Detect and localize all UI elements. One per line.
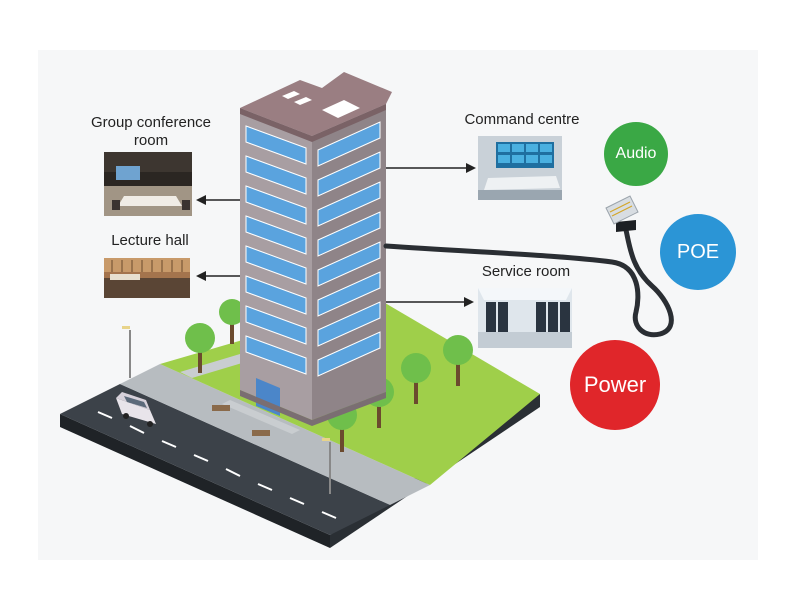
label-service-room: Service room xyxy=(481,263,571,280)
sidewalk xyxy=(120,364,430,505)
audio-badge: Audio xyxy=(604,122,668,186)
lecture-hall-photo xyxy=(104,258,190,298)
windows-left xyxy=(245,125,307,375)
tree-icon xyxy=(219,299,245,344)
building-base xyxy=(240,390,386,426)
road xyxy=(60,384,390,535)
power-badge-label: Power xyxy=(583,372,647,397)
arrow-head-left-icon xyxy=(196,271,206,281)
bench-icon xyxy=(212,405,230,411)
walkway-front xyxy=(222,400,300,434)
poe-badge: POE xyxy=(660,214,736,290)
label-lecture-hall: Lecture hall xyxy=(111,232,189,249)
command-centre-photo xyxy=(478,136,562,200)
tree-icon xyxy=(443,335,473,386)
roof-unit xyxy=(322,100,360,118)
ethernet-cable xyxy=(383,227,674,338)
rj45-connector-icon xyxy=(605,195,639,232)
tree-icon xyxy=(185,323,215,373)
arrow-head-right-icon xyxy=(464,297,474,307)
arrow-head-right-icon xyxy=(466,163,476,173)
roof-edge xyxy=(240,104,386,142)
roof-unit xyxy=(282,91,300,99)
arrow-head-left-icon xyxy=(196,195,206,205)
street-lamp-icon xyxy=(322,438,331,494)
road-markings xyxy=(97,411,337,519)
service-room-photo xyxy=(478,288,572,348)
car-icon xyxy=(116,392,156,427)
audio-badge-label: Audio xyxy=(615,145,657,162)
windows-right xyxy=(317,121,381,377)
poe-badge-label: POE xyxy=(676,240,720,263)
power-badge: Power xyxy=(570,340,660,430)
building-roof xyxy=(240,72,392,136)
connectors xyxy=(196,163,476,307)
block-side-left xyxy=(60,414,330,548)
tree-icon xyxy=(401,353,431,404)
label-command-centre: Command centre xyxy=(464,111,580,128)
bench-icon xyxy=(252,430,270,436)
street-lamp-icon xyxy=(122,326,131,378)
group-conference-room-photo xyxy=(104,152,192,216)
building xyxy=(240,72,392,426)
label-group-conference-room: Group conference room xyxy=(90,114,212,149)
roof-unit xyxy=(294,97,312,105)
